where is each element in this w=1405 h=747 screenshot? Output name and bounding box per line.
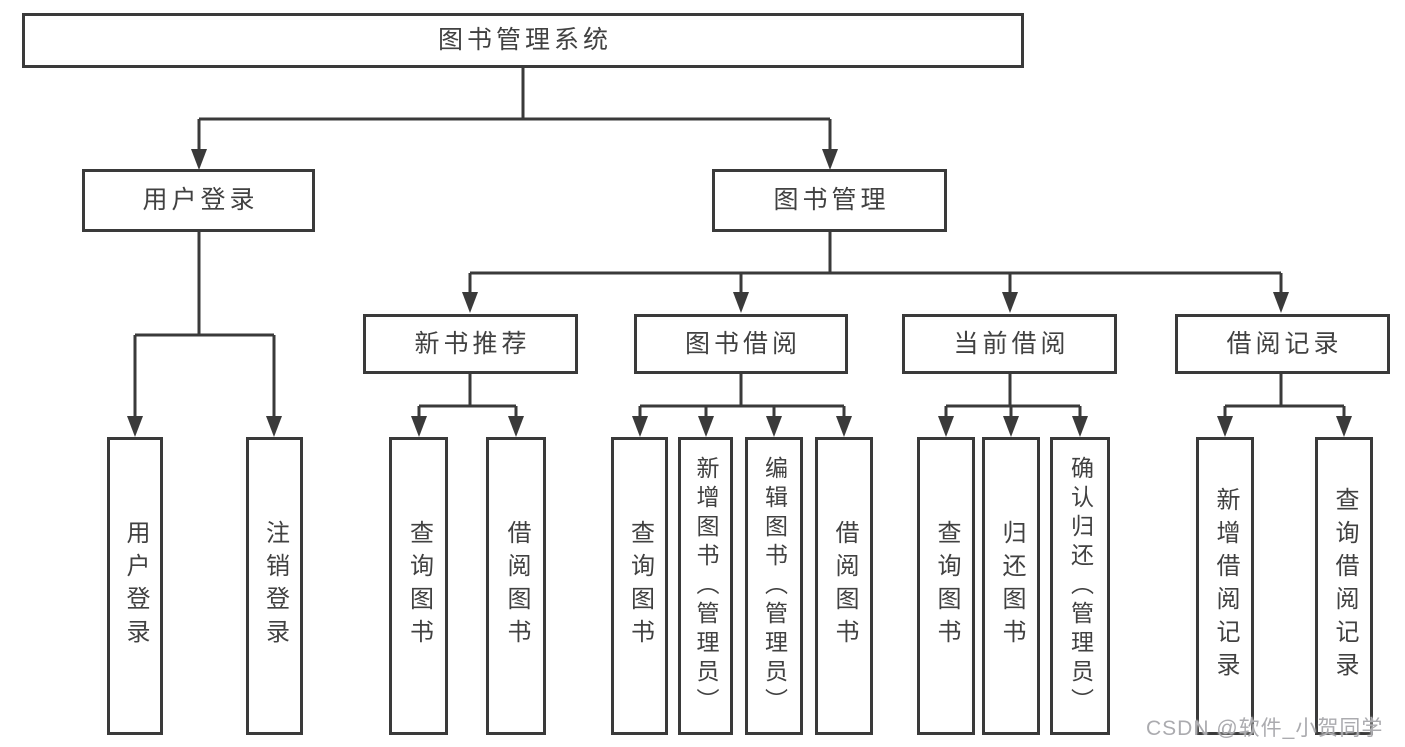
connector-borrow-records-fan	[1217, 374, 1352, 437]
node-root-label: 图书管理系统	[437, 26, 612, 54]
leaf-confirm-return-admin-label: 确认归还（管理员）	[1067, 455, 1094, 717]
leaf-borrow-books-1: 借阅图书	[486, 437, 546, 735]
leaf-query-books-2: 查询图书	[611, 437, 668, 735]
leaf-add-book-admin-label: 新增图书（管理员）	[693, 455, 719, 717]
leaf-query-books-2-label: 查询图书	[626, 520, 654, 652]
leaf-borrow-books-2: 借阅图书	[815, 437, 873, 735]
node-borrow-records-label: 借阅记录	[1226, 329, 1343, 358]
leaf-confirm-return-admin: 确认归还（管理员）	[1050, 437, 1110, 735]
connector-current-borrow-fan	[938, 374, 1088, 437]
leaf-edit-book-admin: 编辑图书（管理员）	[745, 437, 803, 735]
leaf-query-books-1-label: 查询图书	[405, 520, 433, 652]
leaf-user-login: 用户登录	[107, 437, 163, 735]
leaf-logout-label: 注销登录	[261, 520, 289, 652]
node-current-borrow-label: 当前借阅	[953, 329, 1070, 358]
node-new-book-recommend: 新书推荐	[363, 314, 578, 374]
connector-book-management-fan	[462, 232, 1289, 313]
leaf-add-borrow-record: 新增借阅记录	[1196, 437, 1254, 735]
node-borrow-records: 借阅记录	[1175, 314, 1390, 374]
leaf-logout: 注销登录	[246, 437, 303, 735]
leaf-query-books-1: 查询图书	[389, 437, 448, 735]
leaf-query-borrow-record: 查询借阅记录	[1315, 437, 1373, 735]
leaf-query-books-3-label: 查询图书	[933, 520, 960, 652]
node-user-login-label: 用户登录	[142, 186, 259, 214]
node-current-borrow: 当前借阅	[902, 314, 1117, 374]
node-root: 图书管理系统	[22, 13, 1024, 68]
connector-book-borrow-fan	[632, 374, 852, 437]
node-book-management-label: 图书管理	[773, 186, 890, 214]
connector-new-book-fan	[411, 374, 524, 437]
leaf-add-borrow-record-label: 新增借阅记录	[1212, 487, 1239, 685]
leaf-query-books-3: 查询图书	[917, 437, 975, 735]
leaf-user-login-label: 用户登录	[122, 520, 149, 652]
node-book-borrow: 图书借阅	[634, 314, 848, 374]
leaf-return-book: 归还图书	[982, 437, 1040, 735]
leaf-return-book-label: 归还图书	[998, 520, 1025, 652]
leaf-query-borrow-record-label: 查询借阅记录	[1331, 487, 1358, 685]
node-new-book-recommend-label: 新书推荐	[414, 329, 531, 358]
node-user-login: 用户登录	[82, 169, 315, 232]
leaf-edit-book-admin-label: 编辑图书（管理员）	[761, 455, 788, 717]
leaf-borrow-books-2-label: 借阅图书	[831, 520, 858, 652]
connector-root-fan	[191, 68, 838, 170]
leaf-add-book-admin: 新增图书（管理员）	[678, 437, 733, 735]
node-book-management: 图书管理	[712, 169, 947, 232]
connector-user-login-fan	[127, 232, 282, 437]
node-book-borrow-label: 图书借阅	[684, 329, 801, 358]
leaf-borrow-books-1-label: 借阅图书	[503, 520, 530, 652]
csdn-watermark: CSDN @软件_小贺同学	[1146, 717, 1384, 740]
